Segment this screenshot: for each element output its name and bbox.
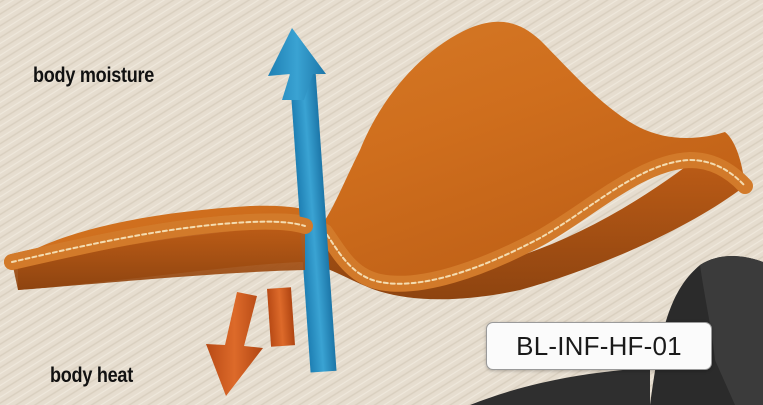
product-code: BL-INF-HF-01 xyxy=(516,331,682,362)
product-code-badge: BL-INF-HF-01 xyxy=(486,322,712,370)
body-moisture-label: body moisture xyxy=(33,64,154,88)
body-heat-label: body heat xyxy=(50,364,133,388)
heat-arrow-short xyxy=(267,287,295,347)
